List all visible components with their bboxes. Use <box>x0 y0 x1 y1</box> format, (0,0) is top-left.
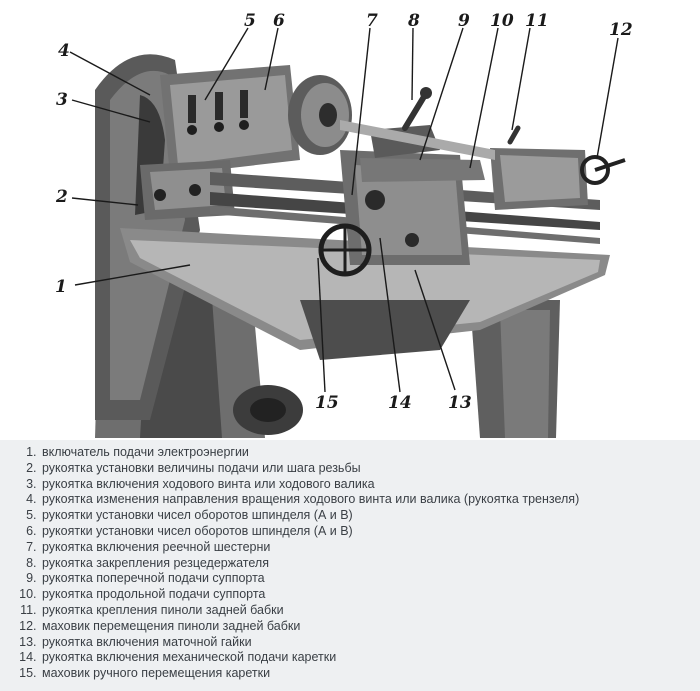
callout-2: 2 <box>55 187 68 207</box>
legend-item: маховик ручного перемещения каретки <box>40 666 700 682</box>
legend-item: рукоятка изменения направления вращения … <box>40 492 700 508</box>
legend-item: маховик перемещения пиноли задней бабки <box>40 619 700 635</box>
callout-6: 6 <box>273 11 285 31</box>
legend-item: рукоятка включения механической подачи к… <box>40 650 700 666</box>
callout-3: 3 <box>56 90 68 110</box>
callout-5: 5 <box>244 11 256 31</box>
callout-12: 12 <box>609 20 633 40</box>
leader-lines <box>69 27 619 393</box>
legend-item: рукоятка установки величины подачи или ш… <box>40 461 700 477</box>
legend-item: рукоятка включения ходового винта или хо… <box>40 477 700 493</box>
workpiece <box>340 120 495 160</box>
chuck <box>288 75 352 155</box>
legend-item: включатель подачи электроэнергии <box>40 445 700 461</box>
callout-1: 1 <box>55 277 67 297</box>
callout-7: 7 <box>366 11 378 31</box>
legend-item: рукоятка включения маточной гайки <box>40 635 700 651</box>
cross-slide <box>360 158 485 182</box>
legend-item: рукоятка крепления пиноли задней бабки <box>40 603 700 619</box>
legend-item: рукоятки установки чисел оборотов шпинде… <box>40 508 700 524</box>
legend-item: рукоятка продольной подачи суппорта <box>40 587 700 603</box>
legend-list: включатель подачи электроэнергии рукоятк… <box>0 440 700 691</box>
legend-item: рукоятки установки чисел оборотов шпинде… <box>40 524 700 540</box>
lathe-diagram: 1 2 3 4 5 6 7 8 9 10 11 12 13 14 15 <box>55 11 633 438</box>
lathe-illustration: 1 2 3 4 5 6 7 8 9 10 11 12 13 14 15 <box>55 11 633 438</box>
callout-14: 14 <box>388 393 412 413</box>
headstock <box>160 65 300 175</box>
legend-item: рукоятка поперечной подачи суппорта <box>40 571 700 587</box>
callout-15: 15 <box>315 393 339 413</box>
callout-8: 8 <box>407 11 420 31</box>
callout-11: 11 <box>525 11 549 31</box>
lathe-bed <box>120 228 610 360</box>
callout-9: 9 <box>458 11 470 31</box>
legend-item: рукоятка закрепления резцедержателя <box>40 556 700 572</box>
callout-4: 4 <box>58 41 70 61</box>
tailstock <box>490 125 626 210</box>
callout-10: 10 <box>490 11 514 31</box>
callout-13: 13 <box>448 393 472 413</box>
legend-item: рукоятка включения реечной шестерни <box>40 540 700 556</box>
right-stand <box>470 300 560 438</box>
